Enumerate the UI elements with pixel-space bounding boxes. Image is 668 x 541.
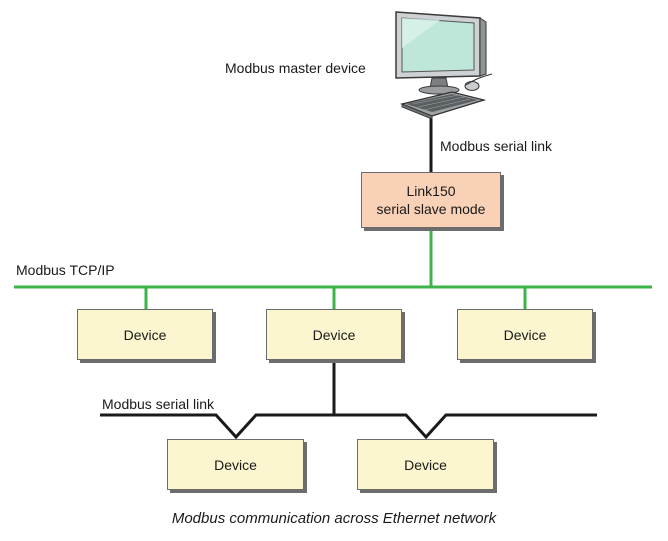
serial-link-label-top: Modbus serial link	[440, 138, 553, 154]
device-label: Device	[404, 456, 447, 473]
serial-bus-bottom	[100, 413, 597, 440]
serial-link-label-bottom: Modbus serial link	[102, 396, 215, 412]
gateway-mode: serial slave mode	[376, 201, 486, 217]
tcp-ip-label: Modbus TCP/IP	[16, 262, 115, 278]
device-label: Device	[123, 326, 167, 343]
master-device-label: Modbus master device	[225, 60, 366, 76]
device-label: Device	[503, 326, 547, 343]
device-label: Device	[214, 456, 257, 473]
device-box-4: Device	[167, 439, 304, 490]
device-box-2: Device	[266, 309, 402, 360]
device-box-1: Device	[77, 309, 213, 360]
gateway-name: Link150	[406, 183, 456, 199]
figure-caption: Modbus communication across Ethernet net…	[171, 510, 497, 527]
device-label: Device	[312, 326, 356, 343]
desktop-computer-icon	[395, 11, 493, 120]
link150-gateway-box: Link150 serial slave mode	[361, 172, 501, 228]
device-box-5: Device	[357, 439, 494, 490]
device-box-3: Device	[457, 309, 593, 360]
